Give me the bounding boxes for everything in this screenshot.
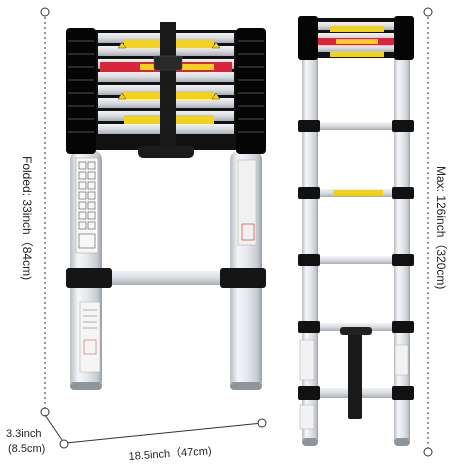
leg-side-sticker <box>237 159 257 246</box>
depth-label-line2: (8.5cm) <box>8 443 46 455</box>
folded-bottom-rung <box>95 271 237 285</box>
rung-cap-right <box>220 268 266 288</box>
extended-strap <box>348 333 362 419</box>
folded-height-label: Folded: 33inch（84cm) <box>20 156 34 281</box>
width-line <box>65 422 263 444</box>
leg-lower-sticker <box>79 301 101 373</box>
stacked-rungs <box>66 22 266 158</box>
depth-line <box>44 414 63 441</box>
carry-strap <box>160 22 176 150</box>
extended-right-rail <box>394 20 410 444</box>
max-height-label: Max: 126inch（320cm) <box>434 166 448 290</box>
extended-ladder <box>298 16 414 446</box>
dimension-lines <box>40 7 433 457</box>
carry-handle <box>138 146 194 158</box>
extended-left-rail <box>302 20 318 444</box>
folded-ladder <box>66 22 266 390</box>
rung-cap-left <box>66 268 112 288</box>
depth-label-line1: 3.3inch <box>6 428 42 440</box>
